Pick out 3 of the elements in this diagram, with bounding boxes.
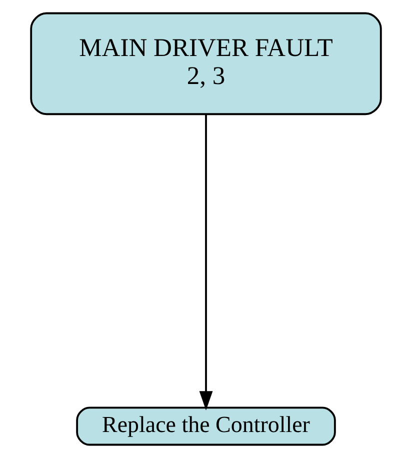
node-box: MAIN DRIVER FAULT 2, 3 <box>30 12 382 116</box>
node-box: Replace the Controller <box>76 406 336 446</box>
arrow <box>199 114 213 410</box>
